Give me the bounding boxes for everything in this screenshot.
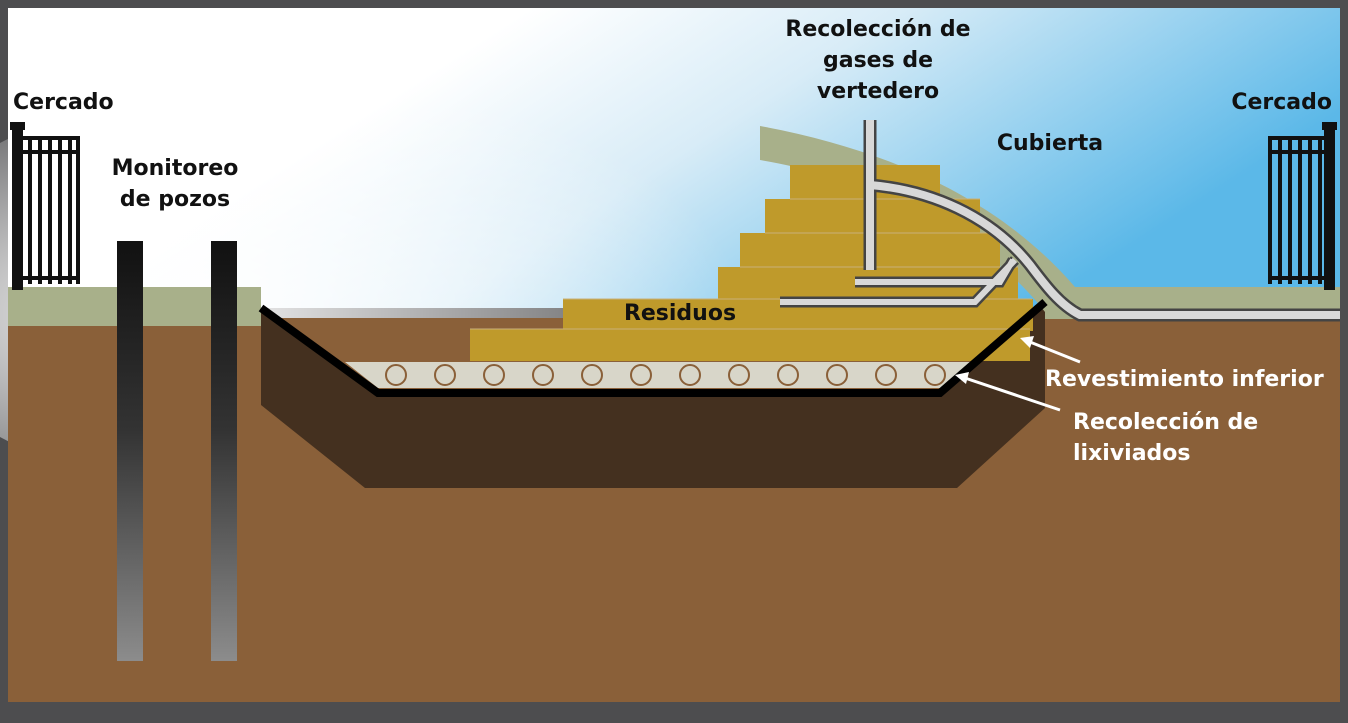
leachate-pipe: [385, 364, 407, 386]
gas-collection-label-line1: Recolección de: [785, 17, 971, 42]
gas-collection-label-line3: vertedero: [816, 79, 940, 104]
gas-collection-label-line2: gases de: [822, 48, 934, 73]
bottom-liner: [258, 298, 1048, 397]
monitoring-wells-label-line1: Monitoreo: [111, 156, 239, 181]
leader-lines: [955, 336, 1081, 412]
leachate-pipe: [532, 364, 554, 386]
leachate-collection-label-line2: lixiviados: [1073, 441, 1191, 466]
leachate-pipe: [679, 364, 701, 386]
leachate-pipes: [385, 364, 946, 386]
monitoring-well-left: [117, 241, 143, 661]
leachate-pipe: [630, 364, 652, 386]
cover-label: Cubierta: [996, 131, 1104, 156]
leachate-pipe: [826, 364, 848, 386]
monitoring-well-right: [211, 241, 237, 661]
fence-left: [10, 122, 80, 290]
monitoring-wells-label: Monitoreo de pozos: [95, 153, 255, 215]
leachate-pipe: [875, 364, 897, 386]
leachate-pipe: [728, 364, 750, 386]
monitoring-wells-label-line2: de pozos: [119, 187, 231, 212]
gas-collection-pipes: [780, 120, 1340, 322]
fence-right: [1268, 122, 1337, 290]
leachate-pipe: [434, 364, 456, 386]
waste-label: Residuos: [623, 301, 737, 326]
leachate-pipe: [483, 364, 505, 386]
bottom-liner-label: Revestimiento inferior: [1045, 367, 1324, 392]
leachate-pipe: [581, 364, 603, 386]
fence-right-label: Cercado: [1231, 90, 1332, 115]
leachate-pipe: [924, 364, 946, 386]
leachate-collection-label-line1: Recolección de: [1073, 410, 1259, 435]
fence-left-label: Cercado: [13, 90, 114, 115]
leachate-pipe: [777, 364, 799, 386]
leachate-collection-label: Recolección de lixiviados: [1073, 407, 1258, 469]
gas-collection-label: Recolección de gases de vertedero: [758, 14, 998, 107]
